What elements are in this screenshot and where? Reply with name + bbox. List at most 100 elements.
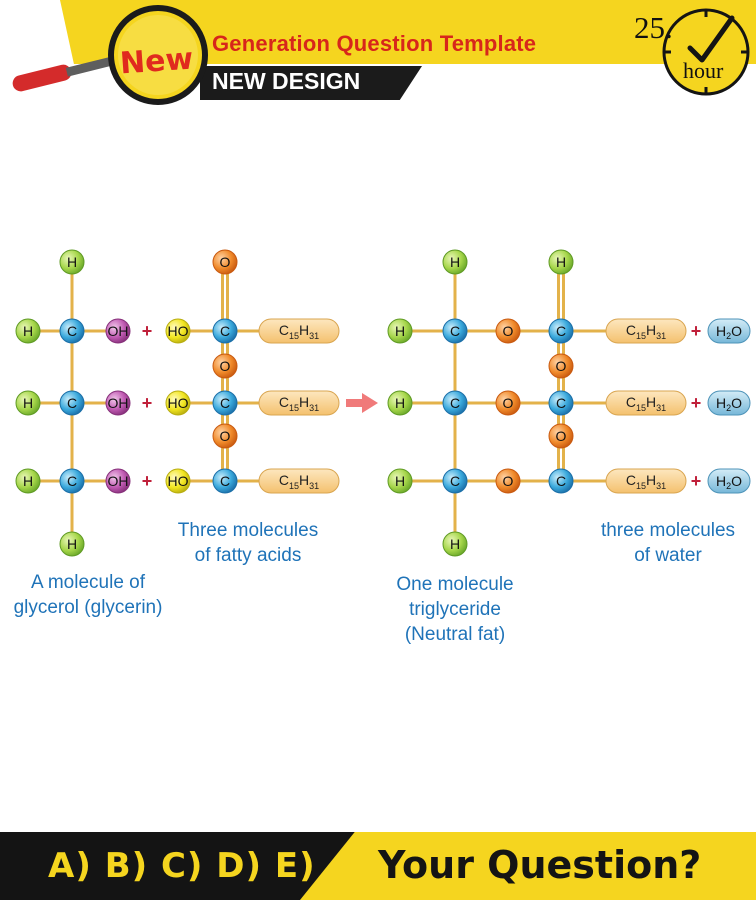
fatty-acids-label-line2: of fatty acids [194, 545, 302, 566]
glycerol-side-hydrogen: H [15, 390, 41, 416]
triglyceride-side-hydrogen: H [387, 468, 413, 494]
triglyceride-oxygen: O [548, 353, 574, 379]
svg-text:C15H31: C15H31 [279, 394, 319, 413]
fatty-acid-hydroxyl-text: HO [168, 395, 189, 411]
clock-icon [662, 8, 750, 96]
triglyceride-oxygen: O [548, 423, 574, 449]
page-title: Generation Question Template [212, 31, 537, 56]
fatty-acid-carbon-text: C [220, 473, 230, 489]
glycerol-side-hydrogen: H [15, 468, 41, 494]
water-label: three molecules of water [580, 518, 756, 568]
svg-text:C15H31: C15H31 [626, 472, 666, 491]
fatty-acid-oxygen: O [212, 353, 238, 379]
triglyceride-carbonyl-carbon: C [548, 390, 574, 416]
svg-text:C15H31: C15H31 [279, 322, 319, 341]
plus-sign: + [691, 393, 702, 413]
glycerol-carbon-text: C [67, 473, 77, 489]
plus-sign: + [142, 393, 153, 413]
triglyceride-bottom-hydrogen: H [442, 531, 468, 557]
fatty-acid-hydroxyl-text: HO [168, 323, 189, 339]
fatty-acid-carbon-text: C [220, 395, 230, 411]
water-molecule: H2O [707, 390, 751, 416]
triglyceride-carbonyl-carbon-text: C [556, 395, 566, 411]
triglyceride-oxygen-text: O [556, 428, 567, 444]
glycerol-hydroxyl: OH [105, 468, 131, 494]
fatty-acid-hydroxyl: HO [165, 390, 191, 416]
subtitle-banner [200, 66, 422, 100]
svg-text:H2O: H2O [716, 395, 742, 413]
triglyceride-ester-oxygen-text: O [503, 473, 514, 489]
triglyceride-side-hydrogen-text: H [395, 473, 405, 489]
water-label-line1: three molecules [600, 520, 736, 541]
triglyceride-carbon: C [442, 318, 468, 344]
glycerol-label-line1: A molecule of [30, 572, 146, 593]
triglyceride-label-line2: triglyceride [409, 599, 501, 620]
triglyceride-ester-oxygen: O [495, 318, 521, 344]
svg-text:H2O: H2O [716, 473, 742, 491]
magnifier-icon [12, 5, 208, 105]
fatty-acid-carbon: C [212, 468, 238, 494]
svg-text:C15H31: C15H31 [279, 472, 319, 491]
triglyceride-carbon-text: C [450, 323, 460, 339]
triglyceride-chain: C15H31 [605, 468, 687, 494]
triglyceride-side-hydrogen-text: H [395, 323, 405, 339]
plus-sign: + [142, 321, 153, 341]
triglyceride-carbon: C [442, 390, 468, 416]
fatty-acids-label-line1: Three molecules [177, 520, 319, 541]
glycerol-bottom-hydrogen: H [59, 531, 85, 557]
subtitle-text: NEW DESIGN [212, 68, 361, 94]
fatty-acid-oxygen: O [212, 423, 238, 449]
fatty-acid-hydroxyl: HO [165, 318, 191, 344]
triglyceride-top-hydrogen: H [442, 249, 468, 275]
triglyceride-label: One molecule triglyceride (Neutral fat) [370, 572, 540, 647]
fatty-acid-carbon: C [212, 390, 238, 416]
glycerol-bottom-hydrogen-text: H [67, 536, 77, 552]
triglyceride-carbonyl-carbon-text: C [556, 473, 566, 489]
glycerol-side-hydrogen-text: H [23, 395, 33, 411]
glycerol-hydroxyl: OH [105, 318, 131, 344]
glycerol-hydroxyl-text: OH [108, 395, 129, 411]
plus-sign: + [142, 471, 153, 491]
water-molecule: H2O [707, 318, 751, 344]
glycerol-top-hydrogen: H [59, 249, 85, 275]
glycerol-top-hydrogen-text: H [67, 254, 77, 270]
fatty-acid-top-oxygen-text: O [220, 254, 231, 270]
glycerol-carbon-text: C [67, 395, 77, 411]
triglyceride-ester-oxygen-text: O [503, 395, 514, 411]
clock-unit: hour [683, 58, 724, 83]
glycerol-hydroxyl-text: OH [108, 323, 129, 339]
glycerol-side-hydrogen-text: H [23, 323, 33, 339]
plus-sign: + [691, 471, 702, 491]
glycerol-hydroxyl-text: OH [108, 473, 129, 489]
triglyceride-carbon-text: C [450, 473, 460, 489]
fatty-acid-oxygen-text: O [220, 428, 231, 444]
svg-text:C15H31: C15H31 [626, 394, 666, 413]
svg-text:H2O: H2O [716, 323, 742, 341]
fatty-acid-chain: C15H31 [258, 390, 340, 416]
glycerol-carbon: C [59, 468, 85, 494]
fatty-acid-top-oxygen: O [212, 249, 238, 275]
triglyceride-side-hydrogen: H [387, 390, 413, 416]
glycerol-carbon: C [59, 390, 85, 416]
triglyceride-label-line3: (Neutral fat) [404, 624, 506, 645]
glycerol-side-hydrogen-text: H [23, 473, 33, 489]
plus-sign: + [691, 321, 702, 341]
clock-number: 25. [634, 10, 673, 45]
fatty-acid-carbon: C [212, 318, 238, 344]
triglyceride-bottom-hydrogen-text: H [450, 536, 460, 552]
fatty-acid-hydroxyl: HO [165, 468, 191, 494]
glycerol-label-line2: glycerol (glycerin) [13, 597, 163, 618]
glycerol-carbon-text: C [67, 323, 77, 339]
fatty-acid-hydroxyl-text: HO [168, 473, 189, 489]
glycerol-hydroxyl: OH [105, 390, 131, 416]
triglyceride-chain: C15H31 [605, 390, 687, 416]
triglyceride-top-hydrogen-text: H [450, 254, 460, 270]
answer-options: A) B) C) D) E) [48, 846, 316, 886]
question-text: Your Question? [378, 843, 702, 887]
triglyceride-ester-oxygen-text: O [503, 323, 514, 339]
water-label-line2: of water [634, 545, 702, 566]
triglyceride-carbonyl-carbon: C [548, 468, 574, 494]
fatty-acid-chain: C15H31 [258, 468, 340, 494]
svg-text:C15H31: C15H31 [626, 322, 666, 341]
